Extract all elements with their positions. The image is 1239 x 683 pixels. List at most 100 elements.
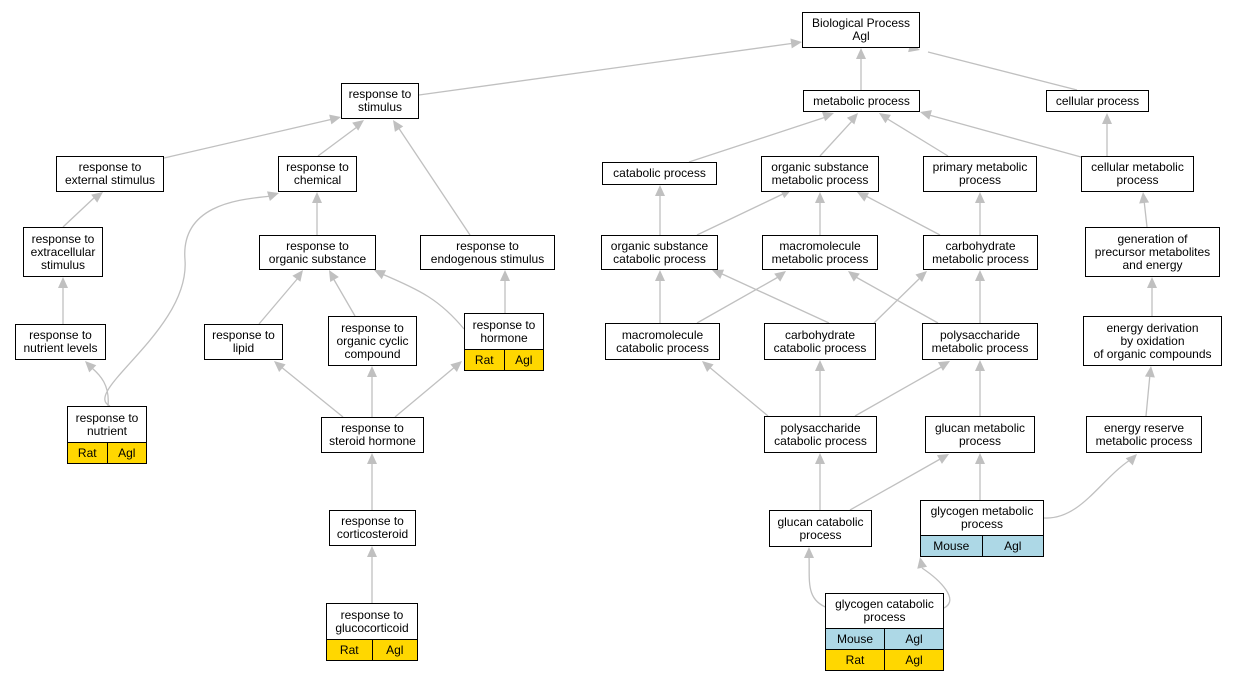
node-macromolecule-metabolic-process[interactable]: macromolecule metabolic process bbox=[762, 235, 878, 270]
node-cellular-process[interactable]: cellular process bbox=[1046, 90, 1149, 112]
node-label: glucan metabolic process bbox=[934, 420, 1026, 448]
species-cell: Rat bbox=[826, 650, 884, 670]
node-glycogen-metabolic-process[interactable]: glycogen metabolic process Mouse Agl bbox=[920, 500, 1044, 557]
node-label: response to steroid hormone bbox=[329, 421, 416, 448]
edge-line bbox=[163, 118, 334, 159]
node-response-to-endogenous-stimulus[interactable]: response to endogenous stimulus bbox=[420, 235, 555, 270]
gene-cell: Agl bbox=[503, 350, 543, 370]
node-label: response to stimulus bbox=[348, 87, 412, 114]
node-label: energy derivation by oxidation of organi… bbox=[1093, 320, 1212, 361]
edge-arrowhead bbox=[292, 270, 303, 282]
node-label: Biological Process Agl bbox=[811, 16, 911, 43]
edge-arrowhead bbox=[790, 38, 802, 49]
edge-line bbox=[863, 194, 941, 236]
node-response-to-nutrient-levels[interactable]: response to nutrient levels bbox=[15, 324, 106, 360]
edge-arrowhead bbox=[655, 185, 665, 196]
node-energy-reserve-metabolic-process[interactable]: energy reserve metabolic process bbox=[1086, 416, 1202, 453]
node-response-to-steroid-hormone[interactable]: response to steroid hormone bbox=[321, 417, 424, 453]
edge-arrowhead bbox=[655, 270, 665, 281]
edge-arrowhead bbox=[267, 191, 279, 201]
node-response-to-nutrient[interactable]: response to nutrient Rat Agl bbox=[67, 406, 147, 464]
node-label: catabolic process bbox=[613, 166, 706, 180]
edge-line bbox=[62, 195, 97, 228]
edge-arrowhead bbox=[367, 366, 377, 377]
species-cell: Rat bbox=[327, 640, 372, 660]
node-polysaccharide-catabolic-process[interactable]: polysaccharide catabolic process bbox=[764, 416, 877, 453]
node-macromolecule-catabolic-process[interactable]: macromolecule catabolic process bbox=[605, 323, 720, 360]
gene-cell: Agl bbox=[371, 640, 417, 660]
node-metabolic-process[interactable]: metabolic process bbox=[803, 90, 920, 112]
node-response-to-external-stimulus[interactable]: response to external stimulus bbox=[56, 156, 164, 192]
annotation-row: Rat Agl bbox=[465, 349, 543, 370]
node-energy-derivation-by-oxidation[interactable]: energy derivation by oxidation of organi… bbox=[1083, 316, 1222, 366]
node-carbohydrate-catabolic-process[interactable]: carbohydrate catabolic process bbox=[764, 323, 876, 360]
node-label: response to endogenous stimulus bbox=[430, 238, 545, 266]
species-cell: Rat bbox=[68, 443, 107, 463]
edge-arrowhead bbox=[815, 453, 825, 464]
edge-arrowhead bbox=[712, 269, 725, 279]
node-label: organic substance catabolic process bbox=[610, 238, 709, 266]
node-response-to-stimulus[interactable]: response to stimulus bbox=[341, 83, 419, 119]
edge-arrowhead bbox=[352, 120, 364, 131]
node-glycogen-catabolic-process[interactable]: glycogen catabolic process Mouse Agl Rat… bbox=[825, 593, 944, 671]
node-response-to-organic-cyclic-compound[interactable]: response to organic cyclic compound bbox=[328, 316, 417, 366]
edge-line bbox=[849, 457, 943, 511]
node-label: glucan catabolic process bbox=[777, 514, 864, 542]
edge-line bbox=[394, 365, 457, 418]
edge-line bbox=[418, 42, 796, 96]
edge-line bbox=[1143, 199, 1148, 228]
edge-line bbox=[1043, 459, 1131, 519]
node-label: response to lipid bbox=[212, 328, 275, 355]
node-response-to-corticosteroid[interactable]: response to corticosteroid bbox=[329, 510, 416, 546]
edge-arrowhead bbox=[58, 277, 68, 288]
node-label: response to glucocorticoid bbox=[335, 607, 409, 635]
edge-arrowhead bbox=[936, 454, 949, 464]
annotation-row: Mouse Agl bbox=[826, 628, 943, 649]
node-label: response to corticosteroid bbox=[336, 514, 409, 541]
node-response-to-lipid[interactable]: response to lipid bbox=[204, 324, 283, 360]
edge-line bbox=[104, 195, 272, 407]
annotation-row: Rat Agl bbox=[327, 639, 417, 660]
edge-arrowhead bbox=[85, 361, 97, 373]
node-glucan-catabolic-process[interactable]: glucan catabolic process bbox=[769, 510, 872, 547]
node-label: polysaccharide metabolic process bbox=[931, 327, 1029, 355]
edge-line bbox=[921, 567, 951, 609]
node-response-to-extracellular-stimulus[interactable]: response to extracellular stimulus bbox=[23, 227, 103, 277]
edge-line bbox=[927, 51, 1078, 91]
edge-line bbox=[696, 192, 786, 236]
edge-arrowhead bbox=[815, 360, 825, 371]
node-label: response to nutrient bbox=[75, 410, 139, 438]
node-primary-metabolic-process[interactable]: primary metabolic process bbox=[923, 156, 1037, 192]
node-polysaccharide-metabolic-process[interactable]: polysaccharide metabolic process bbox=[922, 323, 1038, 360]
node-label: carbohydrate catabolic process bbox=[773, 327, 867, 355]
node-organic-substance-catabolic-process[interactable]: organic substance catabolic process bbox=[601, 235, 718, 270]
node-biological-process[interactable]: Biological Process Agl bbox=[802, 12, 920, 48]
node-carbohydrate-metabolic-process[interactable]: carbohydrate metabolic process bbox=[923, 235, 1038, 270]
node-label: response to chemical bbox=[286, 160, 349, 187]
edge-arrowhead bbox=[915, 271, 927, 283]
gene-cell: Agl bbox=[106, 443, 146, 463]
node-catabolic-process[interactable]: catabolic process bbox=[602, 162, 717, 185]
node-cellular-metabolic-process[interactable]: cellular metabolic process bbox=[1081, 156, 1194, 192]
node-response-to-hormone[interactable]: response to hormone Rat Agl bbox=[464, 313, 544, 371]
node-response-to-glucocorticoid[interactable]: response to glucocorticoid Rat Agl bbox=[326, 603, 418, 661]
edge-arrowhead bbox=[500, 270, 510, 281]
node-organic-substance-metabolic-process[interactable]: organic substance metabolic process bbox=[761, 156, 879, 192]
node-response-to-organic-substance[interactable]: response to organic substance bbox=[259, 235, 376, 270]
edge-arrowhead bbox=[1139, 192, 1150, 204]
edge-line bbox=[808, 554, 829, 609]
edge-arrowhead bbox=[367, 453, 377, 464]
edge-arrowhead bbox=[917, 557, 928, 569]
edge-arrowhead bbox=[91, 192, 103, 203]
edge-line bbox=[1145, 373, 1151, 417]
edge-arrowhead bbox=[857, 192, 870, 202]
node-response-to-chemical[interactable]: response to chemical bbox=[278, 156, 357, 192]
edge-arrowhead bbox=[1147, 277, 1157, 288]
edge-arrowhead bbox=[1144, 366, 1155, 378]
edge-arrowhead bbox=[1102, 113, 1112, 124]
node-label: organic substance metabolic process bbox=[771, 160, 869, 187]
edge-arrowhead bbox=[856, 48, 866, 59]
node-glucan-metabolic-process[interactable]: glucan metabolic process bbox=[925, 416, 1035, 453]
node-generation-of-precursor-metabolites-and-energy[interactable]: generation of precursor metabolites and … bbox=[1085, 227, 1220, 277]
